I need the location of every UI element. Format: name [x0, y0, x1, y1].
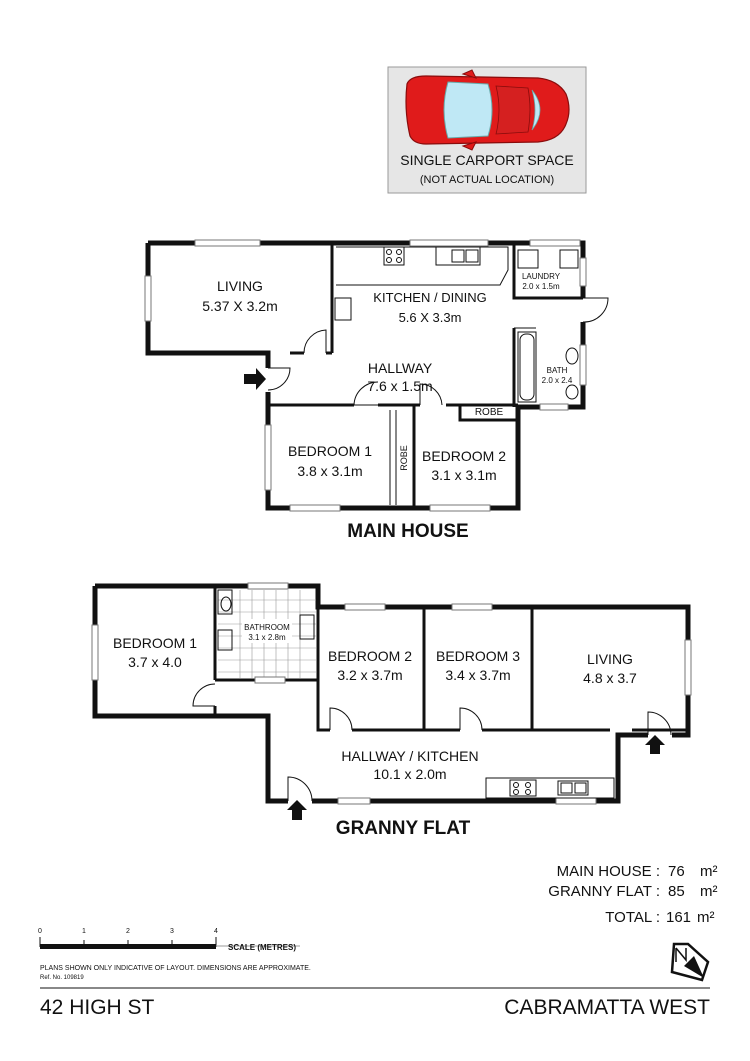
scale-bar: 0 1 2 3 4 SCALE (METRES) PLANS SHOWN ONL… — [38, 928, 311, 981]
gf-bathroom-name: BATHROOM — [244, 623, 290, 632]
granny-flat-plan: BEDROOM 1 3.7 x 4.0 BATHROOM 3.1 x 2.8m … — [91, 582, 692, 839]
main-bedroom1-size: 3.8 x 3.1m — [297, 463, 362, 479]
area-total-label: TOTAL : — [605, 909, 660, 926]
area-unit: m² — [700, 883, 718, 900]
granny-flat-title: GRANNY FLAT — [336, 818, 471, 839]
main-living-name: LIVING — [217, 278, 263, 294]
gf-bedroom3-name: BEDROOM 3 — [436, 648, 520, 664]
area-granny-value: 85 — [668, 883, 685, 900]
footer-address: 42 HIGH ST — [40, 996, 155, 1019]
main-bath-name: BATH — [547, 366, 568, 375]
gf-living-name: LIVING — [587, 651, 633, 667]
gf-bedroom1-size: 3.7 x 4.0 — [128, 654, 182, 670]
reference-number: Ref. No. 109819 — [40, 975, 84, 981]
scale-tick-label: 2 — [126, 928, 130, 935]
gf-hallway-size: 10.1 x 2.0m — [373, 766, 446, 782]
bathroom-tiles — [217, 589, 316, 678]
entry-arrow-icon — [244, 368, 266, 390]
gf-bedroom3-size: 3.4 x 3.7m — [445, 667, 510, 683]
north-arrow-icon — [670, 942, 710, 982]
scale-tick-label: 1 — [82, 928, 86, 935]
entry-arrow-icon — [645, 735, 665, 754]
gf-bedroom1-name: BEDROOM 1 — [113, 635, 197, 651]
gf-bedroom2-size: 3.2 x 3.7m — [337, 667, 402, 683]
main-hallway-name: HALLWAY — [368, 360, 433, 376]
scale-label: SCALE (METRES) — [228, 943, 296, 952]
carport-label: SINGLE CARPORT SPACE — [400, 152, 574, 168]
footer-suburb: CABRAMATTA WEST — [504, 996, 710, 1019]
main-bedroom2-size: 3.1 x 3.1m — [431, 467, 496, 483]
main-house-plan: LIVING 5.37 X 3.2m KITCHEN / DINING 5.6 … — [144, 239, 609, 542]
main-bedroom1-name: BEDROOM 1 — [288, 443, 372, 459]
main-kitchen-size: 5.6 X 3.3m — [399, 310, 462, 325]
main-bath-size: 2.0 x 2.4 — [542, 376, 573, 385]
area-unit: m² — [697, 909, 715, 926]
main-house-title: MAIN HOUSE — [347, 521, 468, 542]
scale-tick-label: 3 — [170, 928, 174, 935]
main-laundry-size: 2.0 x 1.5m — [522, 282, 560, 291]
area-main-label: MAIN HOUSE : — [557, 863, 660, 880]
main-kitchen-name: KITCHEN / DINING — [373, 290, 486, 305]
area-granny-label: GRANNY FLAT : — [548, 883, 660, 900]
main-hallway-size: 7.6 x 1.5m — [367, 378, 432, 394]
area-main-value: 76 — [668, 863, 685, 880]
gf-living-size: 4.8 x 3.7 — [583, 670, 637, 686]
main-living-size: 5.37 X 3.2m — [202, 298, 278, 314]
gf-bathroom-size: 3.1 x 2.8m — [248, 633, 286, 642]
gf-bedroom2-name: BEDROOM 2 — [328, 648, 412, 664]
car-icon — [405, 69, 570, 151]
carport-box: SINGLE CARPORT SPACE (NOT ACTUAL LOCATIO… — [387, 66, 587, 194]
area-unit: m² — [700, 863, 718, 880]
main-bedroom2-name: BEDROOM 2 — [422, 448, 506, 464]
gf-hallway-name: HALLWAY / KITCHEN — [341, 748, 478, 764]
main-robe2-label: ROBE — [475, 407, 504, 418]
area-total-value: 161 — [666, 909, 691, 926]
disclaimer: PLANS SHOWN ONLY INDICATIVE OF LAYOUT. D… — [40, 965, 311, 972]
main-robe1-label: ROBE — [399, 445, 409, 471]
main-laundry-name: LAUNDRY — [522, 272, 561, 281]
scale-tick-label: 0 — [38, 928, 42, 935]
entry-arrow-icon — [287, 800, 307, 820]
scale-tick-label: 4 — [214, 928, 218, 935]
carport-sublabel: (NOT ACTUAL LOCATION) — [420, 174, 554, 186]
area-summary: MAIN HOUSE : 76 m² GRANNY FLAT : 85 m² T… — [548, 863, 717, 926]
